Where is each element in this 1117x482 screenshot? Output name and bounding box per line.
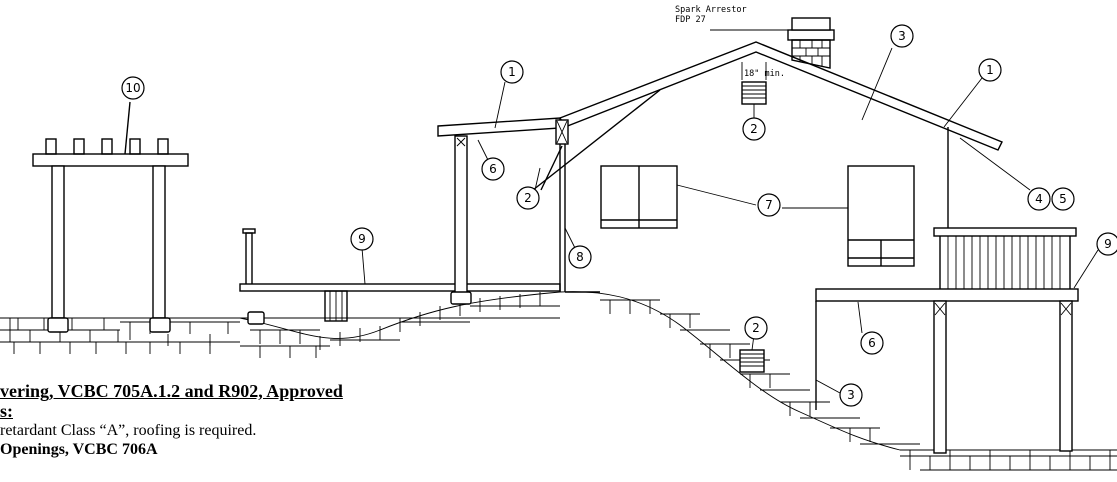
- svg-text:5: 5: [1059, 192, 1067, 206]
- svg-text:3: 3: [898, 29, 906, 43]
- svg-text:1: 1: [508, 65, 516, 79]
- callout-3-wall: 3: [839, 383, 863, 407]
- spark-arrestor-model: FDP 27: [675, 15, 706, 25]
- svg-text:10: 10: [125, 81, 140, 95]
- callout-6-porch: 6: [481, 157, 505, 181]
- callout-5: 5: [1051, 187, 1075, 211]
- pergola: [32, 101, 189, 333]
- svg-text:2: 2: [750, 122, 758, 136]
- svg-text:9: 9: [358, 232, 366, 246]
- svg-text:1: 1: [986, 63, 994, 77]
- house: [532, 17, 1079, 454]
- callout-1-porch: 1: [500, 60, 524, 84]
- svg-text:4: 4: [1035, 192, 1043, 206]
- svg-text:3: 3: [847, 388, 855, 402]
- callout-9-left-deck: 9: [350, 227, 374, 251]
- callout-2-eave: 2: [516, 186, 540, 210]
- svg-text:7: 7: [765, 198, 773, 212]
- svg-text:9: 9: [1104, 237, 1112, 251]
- svg-text:8: 8: [576, 250, 584, 264]
- notes-body-line1: retardant Class “A”, roofing is required…: [0, 422, 257, 439]
- clearance-label: 18" min.: [744, 69, 785, 79]
- callout-9-right-deck: 9: [1096, 232, 1117, 256]
- svg-text:6: 6: [489, 162, 497, 176]
- callout-1-roof: 1: [978, 58, 1002, 82]
- svg-text:2: 2: [752, 321, 760, 335]
- notes-block: vering, VCBC 705A.1.2 and R902, Approved…: [0, 381, 560, 459]
- svg-text:6: 6: [868, 336, 876, 350]
- callout-7-windows: 7: [757, 193, 781, 217]
- notes-heading-line2: s:: [0, 401, 13, 421]
- leader-lines: [361, 47, 1099, 394]
- notes-body-line2: Openings, VCBC 706A: [0, 441, 158, 458]
- spark-arrestor-label: Spark Arrestor: [675, 5, 747, 15]
- svg-text:2: 2: [524, 191, 532, 205]
- left-deck: [239, 228, 561, 325]
- callout-10: 10: [121, 76, 145, 100]
- notes-heading-line1: vering, VCBC 705A.1.2 and R902, Approved: [0, 381, 343, 401]
- porch: [437, 117, 561, 305]
- callout-3-roof: 3: [890, 24, 914, 48]
- callout-4: 4: [1027, 187, 1051, 211]
- callout-2-upper-vent: 2: [742, 117, 766, 141]
- callout-2-lower-vent: 2: [744, 316, 768, 340]
- callout-6-deck: 6: [860, 331, 884, 355]
- callout-8: 8: [568, 245, 592, 269]
